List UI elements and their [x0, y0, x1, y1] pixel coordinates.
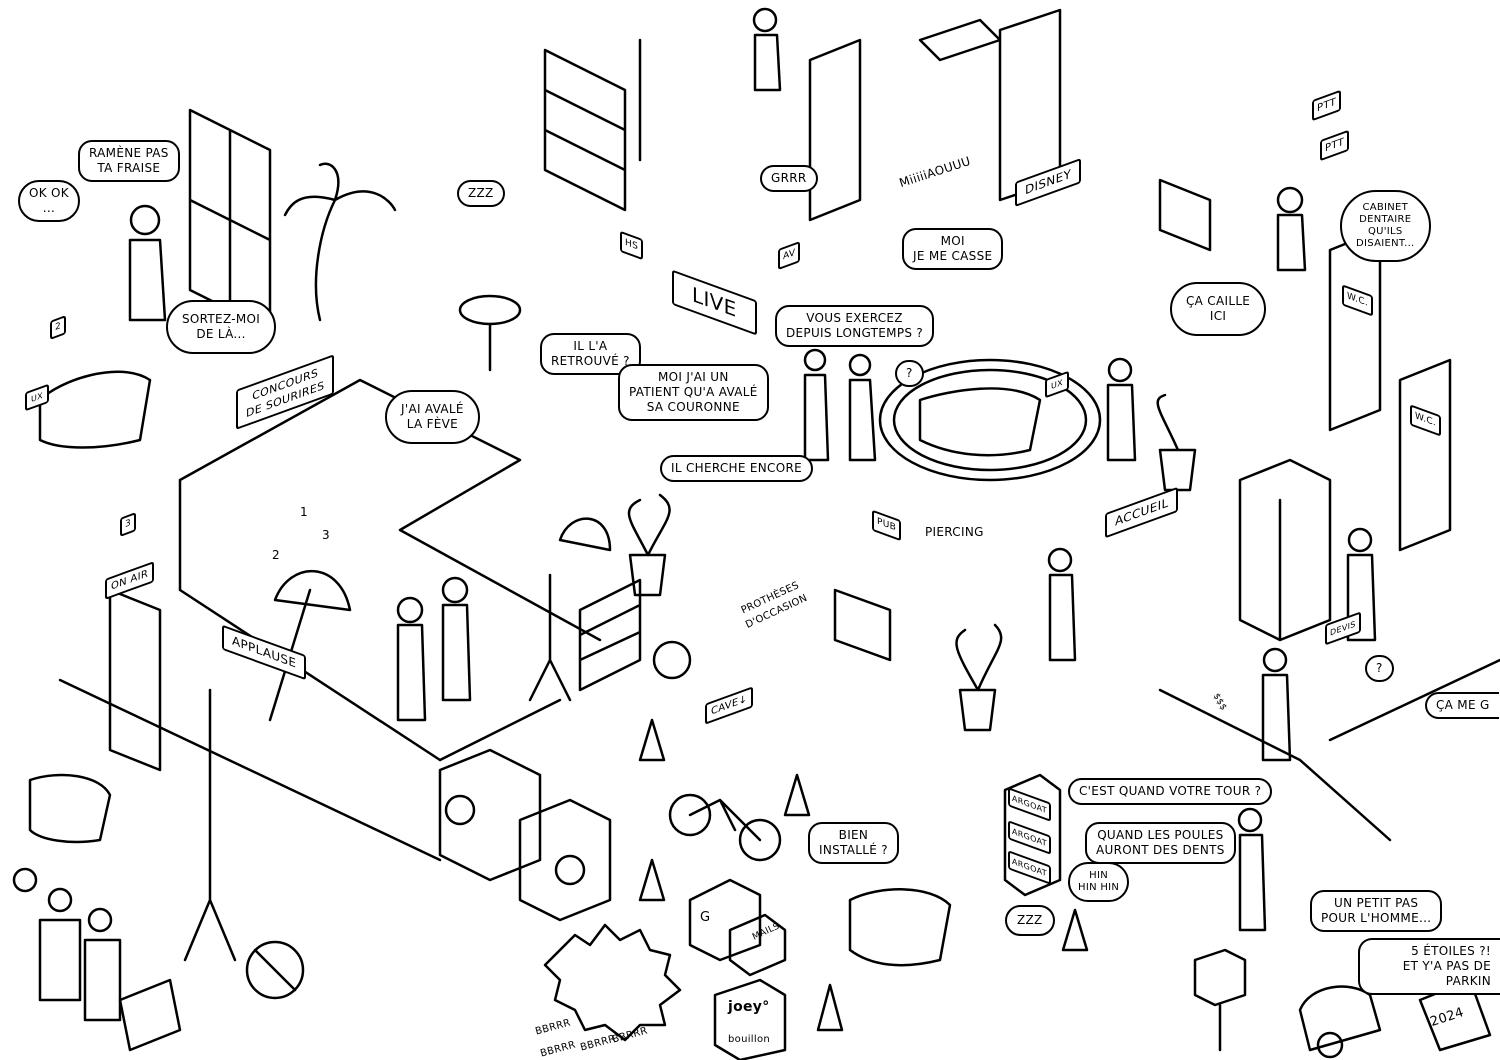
bike-frame	[688, 798, 762, 842]
box	[1003, 773, 1062, 897]
speech-bubble-poules: QUAND LES POULES AURONT DES DENTS	[1085, 822, 1236, 864]
speech-bubble-couronne: MOI J'AI UN PATIENT QU'A AVALÉ SA COURON…	[618, 364, 769, 421]
bike-wheel	[652, 640, 692, 680]
mailbox	[1193, 948, 1247, 1052]
brick-wall	[578, 578, 642, 692]
speech-bubble-tour: C'EST QUAND VOTRE TOUR ?	[1068, 778, 1273, 805]
shelf	[543, 38, 642, 212]
text-piercing: PIERCING	[925, 525, 984, 539]
plant-pot	[627, 493, 671, 597]
speech-bubble-okok: OK OK ...	[18, 180, 80, 222]
box-label-g: G	[700, 910, 711, 925]
washing-drum	[554, 854, 586, 886]
washing-machine	[518, 798, 612, 922]
podium-second: 2	[272, 548, 280, 562]
door	[1398, 358, 1452, 552]
burst	[543, 923, 682, 1042]
bike-wheel	[738, 818, 782, 862]
speech-bubble-casse: MOI JE ME CASSE	[902, 228, 1004, 270]
forbidden-sign	[245, 940, 305, 1000]
speech-bubble-question: ?	[895, 360, 924, 387]
traffic-cone	[638, 718, 666, 762]
thought-bubble-zzz: ZZZ	[1005, 905, 1055, 936]
traffic-cone	[816, 983, 844, 1032]
box	[713, 978, 787, 1060]
train-track	[878, 358, 1102, 482]
floor-line	[1158, 658, 1500, 842]
door	[108, 588, 162, 772]
speech-bubble-grrr: GRRR	[760, 165, 818, 192]
brick-wall	[1158, 178, 1212, 252]
podium-third: 3	[322, 528, 330, 542]
car-wheel	[1316, 1031, 1344, 1059]
tripod	[528, 573, 572, 702]
speech-bubble-question: ?	[1365, 655, 1394, 682]
umbrella	[558, 517, 612, 552]
speech-bubble-zzz: ZZZ	[457, 180, 505, 207]
dental-chair	[28, 773, 112, 844]
toy-car	[1298, 985, 1382, 1052]
bike-wheel	[668, 793, 712, 837]
speech-bubble-cameg: ÇA ME G	[1425, 692, 1499, 719]
tripod	[183, 688, 237, 962]
speech-bubble-installe: BIEN INSTALLÉ ?	[808, 822, 899, 864]
floor-line	[58, 678, 562, 862]
thought-bubble-caille: ÇA CAILLE ICI	[1170, 282, 1267, 336]
dental-chair	[848, 888, 952, 967]
thought-bubble-sortez: SORTEZ-MOI DE LÀ...	[166, 300, 277, 354]
speech-bubble-cherche: IL CHERCHE ENCORE	[660, 455, 813, 482]
brick-wall	[118, 978, 182, 1052]
thought-bubble-feve: J'AI AVALÉ LA FÈVE	[385, 390, 480, 444]
podium-first: 1	[300, 505, 308, 519]
box	[688, 878, 762, 962]
traffic-cone	[1061, 908, 1089, 952]
speech-bubble-etoiles: 5 ÉTOILES ?! ET Y'A PAS DE PARKIN	[1358, 938, 1500, 995]
dental-chair	[918, 387, 1042, 457]
floor-line	[178, 378, 602, 762]
brand-joey: joey°	[728, 999, 770, 1015]
train-track-inner	[892, 368, 1088, 472]
washing-machine	[438, 748, 542, 882]
traffic-cone	[638, 858, 666, 902]
forbidden-sign-bar	[253, 948, 297, 992]
plant-pot	[955, 623, 1003, 732]
window	[188, 108, 272, 332]
brand-bouillon: bouillon	[728, 1034, 770, 1045]
speech-bubble-ramene: RAMÈNE PAS TA FRAISE	[78, 140, 180, 182]
tv-screen	[833, 588, 892, 662]
washing-drum	[444, 794, 476, 826]
plant-pot	[1156, 393, 1197, 492]
traffic-cone	[783, 773, 811, 817]
lockers	[1238, 458, 1332, 642]
people	[12, 7, 1377, 1022]
speech-bubble-exercez: VOUS EXERCEZ DEPUIS LONGTEMPS ?	[775, 305, 935, 347]
thought-bubble-hin: HIN HIN HIN	[1068, 862, 1130, 902]
dental-chair	[38, 370, 152, 449]
brick-wall	[918, 18, 1002, 62]
thought-bubble-cabinet: CABINET DENTAIRE QU'ILS DISAIENT...	[1340, 190, 1431, 262]
table	[458, 294, 522, 326]
door	[808, 38, 862, 222]
box	[728, 913, 787, 977]
palm-tree	[283, 162, 397, 322]
speech-bubble-petit-pas: UN PETIT PAS POUR L'HOMME...	[1310, 890, 1443, 932]
